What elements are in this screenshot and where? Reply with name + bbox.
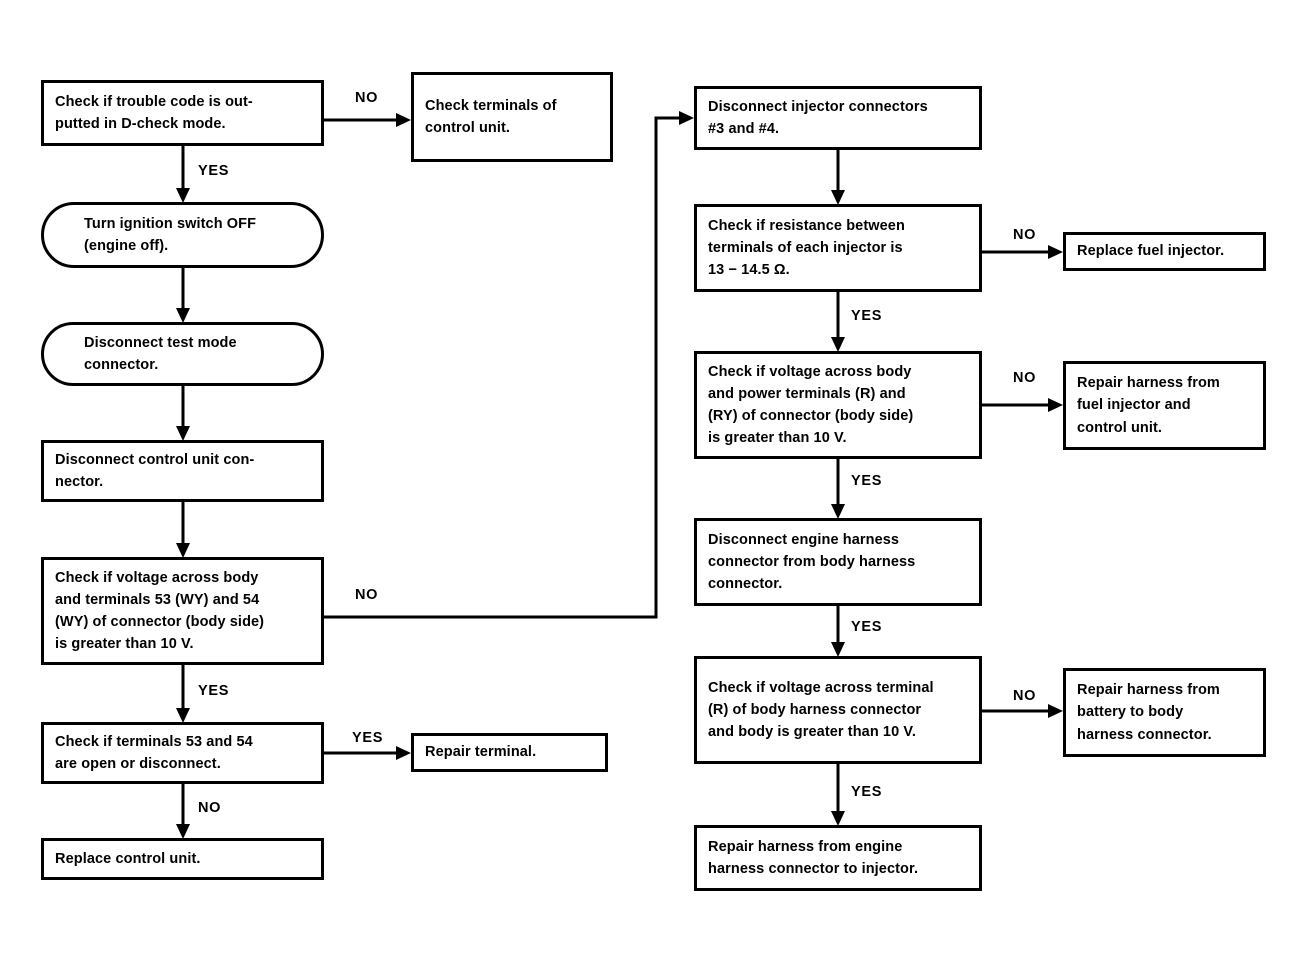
node-text: Turn ignition switch OFF (engine off). [84,215,257,254]
edge-label-no-resistance: NO [1013,227,1037,243]
node-text: Check terminals of control unit. [425,97,557,136]
repair-terminal-box[interactable]: Repair terminal. [411,733,608,772]
node-text: Repair terminal. [425,744,537,761]
edge-label-yes-disconnect-harness: YES [851,619,883,635]
node-text: Replace fuel injector. [1077,243,1225,260]
edge-label-yes-terminals-open: YES [352,730,384,746]
node-text: Repair harness from engine harness conne… [708,838,919,877]
edge-label-no-trouble-code: NO [355,90,379,106]
arrowhead-turn-ignition [176,188,190,203]
arrowhead-disconnect-injector [679,111,694,125]
arrowhead-replace-fuel-injector [1048,245,1063,259]
node-text: Repair harness from fuel injector and co… [1077,375,1220,436]
arrowhead-repair-harness-injector [1048,398,1063,412]
node-text: Check if voltage across terminal (R) of … [708,679,934,741]
edge-label-yes-voltage-body-harness: YES [851,784,883,800]
repair-harness-battery-to-body-box[interactable]: Repair harness from battery to body harn… [1063,668,1266,757]
check-terminals-of-control-unit-box[interactable]: Check terminals of control unit. [411,72,613,162]
check-trouble-code-box[interactable]: Check if trouble code is out- putted in … [41,80,324,146]
check-voltage-terminals-53-54-box[interactable]: Check if voltage across body and termina… [41,557,324,665]
arrowhead-disconnect-engine-harness [831,504,845,519]
node-text: Check if voltage across body and termina… [55,569,265,653]
arrowhead-control-unit [176,426,190,441]
disconnect-test-mode-connector-box[interactable]: Disconnect test mode connector. [41,322,324,386]
wire-check-voltage-no-to-disconnect-injector [324,116,682,619]
node-text: Replace control unit. [55,850,201,867]
disconnect-control-unit-connector-box[interactable]: Disconnect control unit con- nector. [41,440,324,502]
disconnect-engine-harness-connector-box[interactable]: Disconnect engine harness connector from… [694,518,982,606]
arrowhead-test-mode [176,308,190,323]
node-text: Repair harness from battery to body harn… [1077,682,1220,743]
edge-label-yes-resistance: YES [851,308,883,324]
edge-label-no-terminals-open: NO [198,800,222,816]
replace-fuel-injector-box[interactable]: Replace fuel injector. [1063,232,1266,271]
arrowhead-check-resistance [831,190,845,205]
repair-harness-fuel-injector-control-unit-box[interactable]: Repair harness from fuel injector and co… [1063,361,1266,450]
edge-label-no-voltage-r-ry: NO [1013,370,1037,386]
arrowhead-repair-harness-engine [831,811,845,826]
edge-label-yes-voltage-53-54: YES [198,683,230,699]
arrowhead-repair-terminal [396,746,411,760]
replace-control-unit-box[interactable]: Replace control unit. [41,838,324,880]
node-text: Disconnect control unit con- nector. [55,451,255,490]
edge-label-no-voltage-body-harness: NO [1013,688,1037,704]
node-text: Check if terminals 53 and 54 are open or… [55,733,253,772]
arrowhead-repair-harness-battery [1048,704,1063,718]
arrowhead-check-voltage [176,543,190,558]
edge-label-yes-trouble-code: YES [198,163,230,179]
arrowhead-check-voltage-rry [831,337,845,352]
disconnect-injector-connectors-box[interactable]: Disconnect injector connectors #3 and #4… [694,86,982,150]
arrowhead-check-voltage-body [831,642,845,657]
node-text: Disconnect injector connectors #3 and #4… [708,98,928,137]
node-text: Disconnect test mode connector. [84,334,237,373]
node-text: Check if voltage across body and power t… [708,363,914,447]
repair-harness-engine-to-injector-box[interactable]: Repair harness from engine harness conne… [694,825,982,891]
node-text: Check if resistance between terminals of… [708,217,905,279]
edge-label-no-voltage-53-54: NO [355,587,379,603]
arrowhead-replace-control-unit [176,824,190,839]
node-text: Check if trouble code is out- putted in … [55,93,253,132]
check-voltage-body-harness-connector-box[interactable]: Check if voltage across terminal (R) of … [694,656,982,764]
edge-label-yes-voltage-r-ry: YES [851,473,883,489]
check-voltage-power-terminals-box[interactable]: Check if voltage across body and power t… [694,351,982,459]
check-terminals-open-or-disconnect-box[interactable]: Check if terminals 53 and 54 are open or… [41,722,324,784]
node-text: Disconnect engine harness connector from… [708,531,916,593]
arrowhead-check-terminals [396,113,411,127]
arrowhead-terminals-open [176,708,190,723]
turn-ignition-switch-off-box[interactable]: Turn ignition switch OFF (engine off). [41,202,324,268]
check-injector-resistance-box[interactable]: Check if resistance between terminals of… [694,204,982,292]
